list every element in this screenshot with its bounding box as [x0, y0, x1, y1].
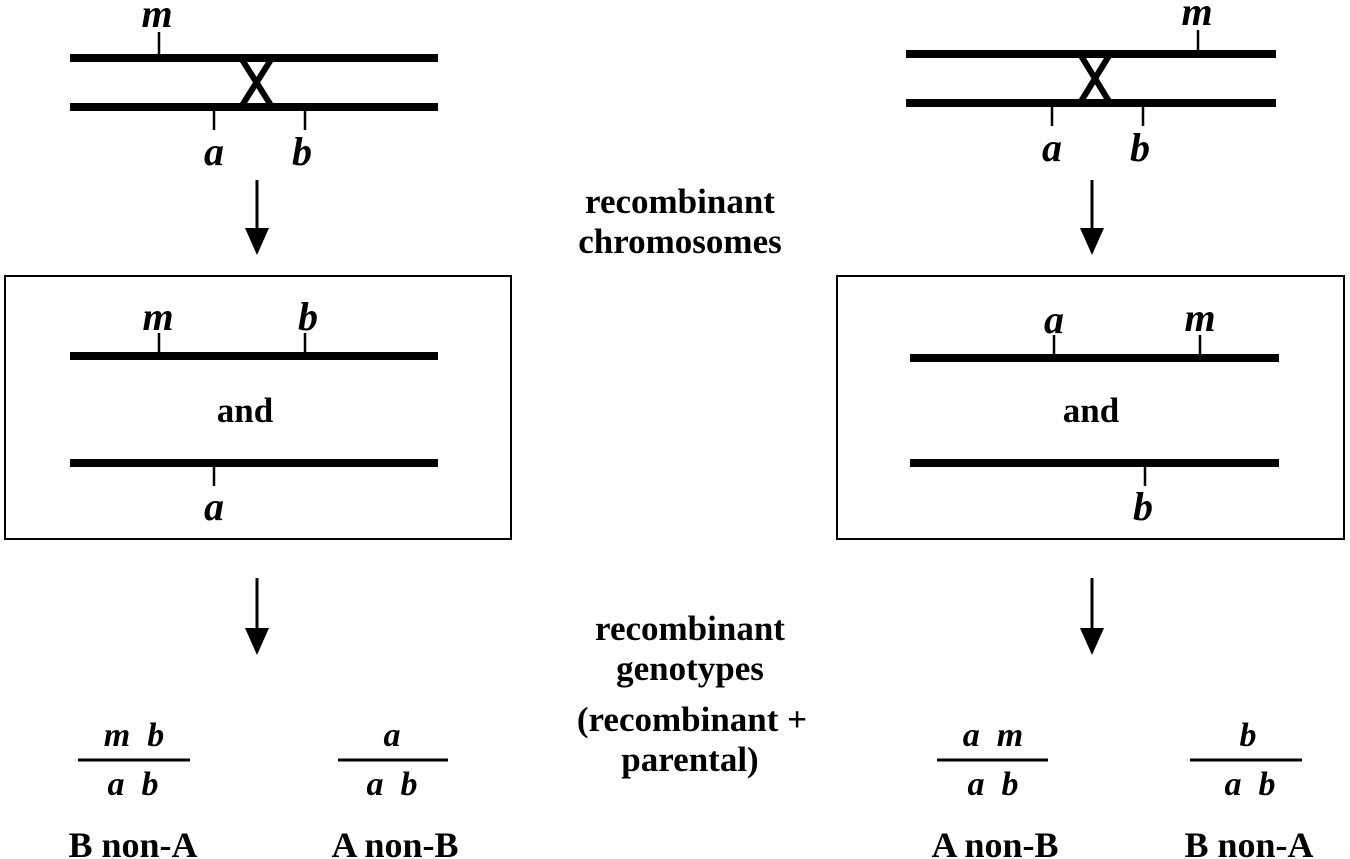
right-crossover-x [1077, 52, 1113, 105]
left-top-marker: m [141, 0, 172, 36]
svg-text:chromosomes: chromosomes [578, 222, 782, 261]
left-box-frame [4, 275, 512, 540]
right-phenotype-2: B non-A [1184, 825, 1313, 859]
left-marker-b: b [292, 129, 312, 174]
left-phenotype-2: A non-B [331, 825, 458, 859]
left-arrow-2 [245, 578, 269, 655]
svg-text:(recombinant +: (recombinant + [577, 700, 807, 739]
right-marker-a: a [1042, 125, 1062, 170]
left-and-label: and [217, 391, 274, 430]
left-genotype-1-top: m b [104, 717, 164, 754]
right-genotype-2-top: b [1240, 717, 1257, 754]
right-product-m: m [1184, 295, 1215, 340]
right-genotype-2: b a b B non-A [1184, 717, 1313, 859]
left-genotype-1: m b a b B non-A [68, 717, 197, 859]
right-genotype-2-bottom: a b [1225, 766, 1276, 803]
left-genotype-2-bottom: a b [367, 766, 418, 803]
left-genotype-1-bottom: a b [108, 766, 159, 803]
right-genotype-1-top: a m [963, 717, 1023, 754]
right-genotype-1-bottom: a b [968, 766, 1019, 803]
right-top-marker: m [1181, 0, 1212, 34]
left-crossover: m a b [70, 0, 438, 174]
right-products-box: a m and b [836, 275, 1345, 540]
left-product-b: b [298, 294, 318, 339]
right-genotype-1: a m a b A non-B [931, 717, 1058, 859]
svg-text:parental): parental) [621, 740, 758, 779]
left-product-m: m [142, 294, 173, 339]
right-arrow-1 [1080, 180, 1104, 255]
left-genotype-2: a a b A non-B [331, 717, 458, 859]
right-phenotype-1: A non-B [931, 825, 1058, 859]
left-product-a: a [204, 484, 224, 529]
left-phenotype-1: B non-A [68, 825, 197, 859]
right-and-label: and [1063, 391, 1120, 430]
svg-text:recombinant: recombinant [595, 609, 785, 648]
right-product-b: b [1133, 484, 1153, 529]
right-crossover: m a b [906, 0, 1276, 170]
recombinant-genotypes-label: recombinant genotypes (recombinant + par… [577, 609, 807, 779]
left-products-box: m b and a [4, 275, 512, 540]
left-marker-a: a [204, 129, 224, 174]
right-marker-b: b [1130, 125, 1150, 170]
left-genotype-2-top: a [384, 717, 401, 754]
right-box-frame [836, 275, 1345, 540]
left-arrow-1 [245, 180, 269, 255]
svg-text:recombinant: recombinant [585, 182, 775, 221]
right-product-a: a [1044, 297, 1064, 342]
left-crossover-x [238, 56, 275, 109]
right-arrow-2 [1080, 578, 1104, 655]
recombinant-chromosomes-label: recombinant chromosomes [578, 182, 782, 261]
svg-text:genotypes: genotypes [616, 649, 764, 688]
